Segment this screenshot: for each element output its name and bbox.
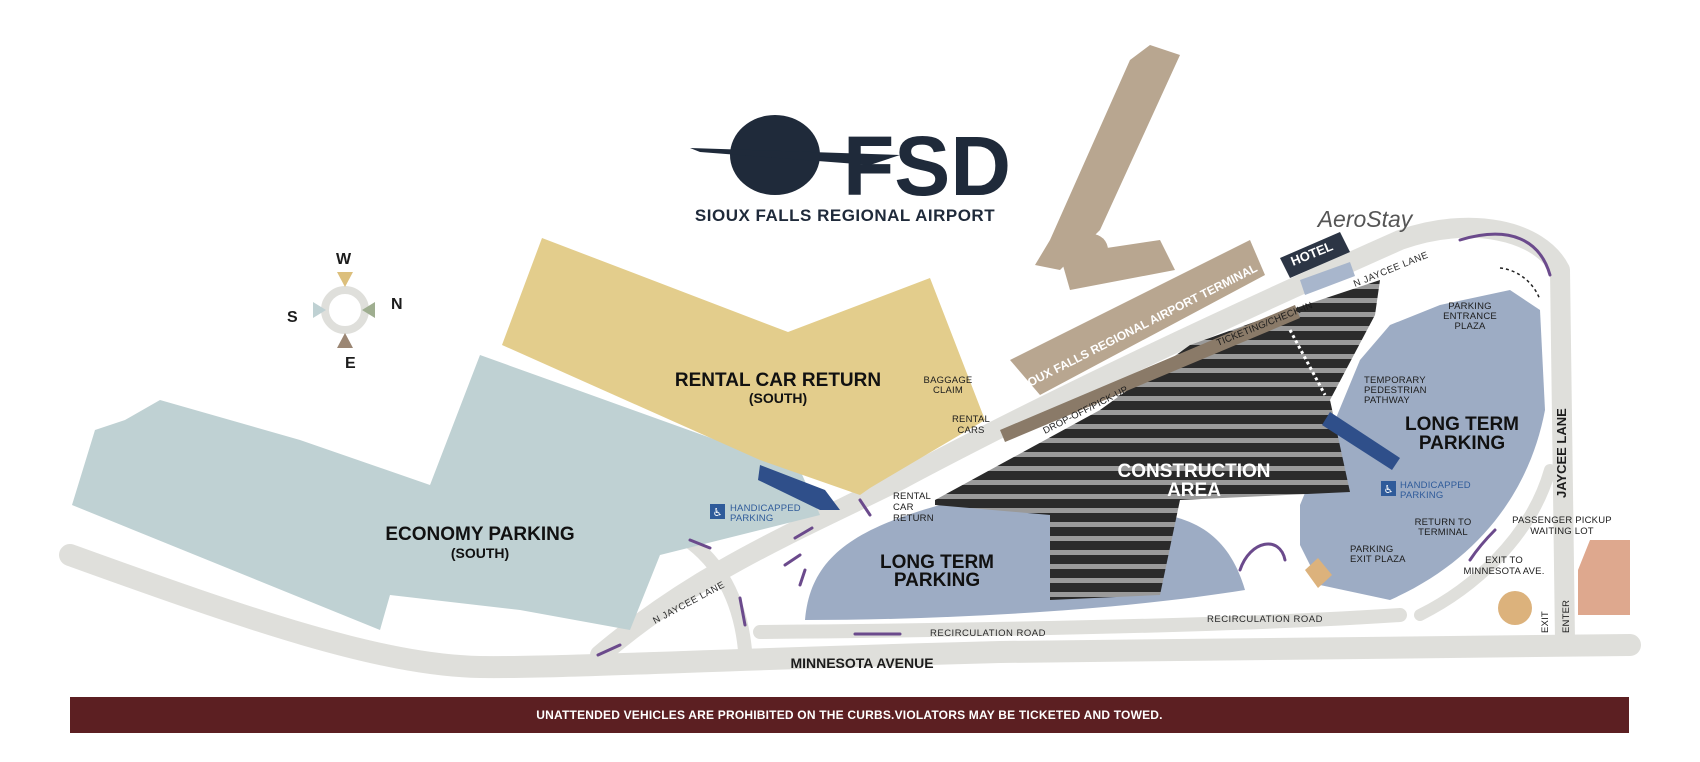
parking-exit-booth <box>1305 558 1332 588</box>
construction-area <box>935 280 1380 600</box>
compass-s-icon <box>313 302 326 318</box>
rental-car-return-sub: (SOUTH) <box>749 390 807 406</box>
baggage-claim-line2: CLAIM <box>933 385 963 396</box>
compass-w-icon <box>337 272 353 287</box>
passenger-pickup-lot <box>1578 540 1630 615</box>
temp-pathway-2: PEDESTRIAN <box>1364 385 1427 396</box>
rental-cars-line1: RENTAL <box>952 414 990 425</box>
road-network <box>59 217 1641 679</box>
handicap-icon: ♿ <box>710 504 725 519</box>
long-term-south-line2: PARKING <box>894 570 980 591</box>
arrow-5 <box>793 526 814 540</box>
warning-banner: UNATTENDED VEHICLES ARE PROHIBITED ON TH… <box>70 697 1629 733</box>
return-terminal-2: TERMINAL <box>1418 527 1468 538</box>
exit-loop-road <box>1414 464 1556 621</box>
drop-off-curb <box>1000 305 1300 442</box>
passenger-pickup-2: WAITING LOT <box>1530 526 1594 537</box>
recirculation-road <box>753 608 1407 639</box>
temporary-pathway-line <box>1288 329 1327 396</box>
entrance-plaza-2: ENTRANCE <box>1443 311 1497 322</box>
economy-parking-title: ECONOMY PARKING <box>385 524 574 545</box>
arrow-6 <box>783 553 802 567</box>
rental-car-return-small-3: RETURN <box>893 513 934 524</box>
svg-text:♿: ♿ <box>713 506 723 519</box>
exit-plaza-1: PARKING <box>1350 544 1393 555</box>
handicap-icon: ♿ <box>1381 481 1396 496</box>
arrow-8 <box>858 498 872 517</box>
economy-parking-area <box>72 355 820 630</box>
arrow-9 <box>1238 542 1287 572</box>
compass-n-label: N <box>391 296 403 313</box>
passenger-pickup-1: PASSENGER PICKUP <box>1512 515 1612 526</box>
arrow-10 <box>1468 528 1497 562</box>
construction-line2: AREA <box>1167 480 1221 501</box>
arrow-3 <box>596 643 622 657</box>
long-term-north-line1: LONG TERM <box>1405 414 1519 435</box>
compass-e-icon <box>337 333 353 348</box>
handicapped-north-2: PARKING <box>1400 490 1443 501</box>
arrow-11 <box>1458 232 1552 277</box>
rental-car-return-area <box>502 238 985 495</box>
return-terminal-1: RETURN TO <box>1415 517 1472 528</box>
enter-lane-label: ENTER <box>1561 600 1572 633</box>
jaycee-lane-label: JAYCEE LANE <box>1554 408 1569 498</box>
long-term-parking-south-area <box>805 505 1245 620</box>
exit-lane-label: EXIT <box>1540 611 1551 633</box>
baggage-claim-line1: BAGGAGE <box>924 375 973 386</box>
rental-car-return-small-2: CAR <box>893 502 914 513</box>
long-term-parking-north-area <box>1300 290 1545 600</box>
fsd-logo: FSD SIOUX FALLS REGIONAL AIRPORT <box>690 115 1011 225</box>
handicapped-south-2: PARKING <box>730 513 773 524</box>
handicap-bar-north <box>1322 412 1400 470</box>
n-jaycee-lane-road <box>590 217 1575 665</box>
airport-name: SIOUX FALLS REGIONAL AIRPORT <box>695 206 995 225</box>
long-term-north-line2: PARKING <box>1419 433 1505 454</box>
roundabout-circle <box>1498 591 1532 625</box>
rental-car-return-title: RENTAL CAR RETURN <box>675 370 881 391</box>
compass-w-label: W <box>336 251 352 268</box>
hotel-building <box>1280 232 1355 295</box>
traffic-arrows <box>596 232 1552 657</box>
exit-minnesota-1: EXIT TO <box>1485 555 1523 566</box>
svg-text:♿: ♿ <box>1384 483 1394 496</box>
handicapped-south-1: HANDICAPPED <box>730 503 801 514</box>
rental-car-return-small-1: RENTAL <box>893 491 931 502</box>
handicap-bar-south <box>758 465 840 510</box>
minnesota-avenue-label: MINNESOTA AVENUE <box>790 655 933 671</box>
entrance-plaza-3: PLAZA <box>1454 321 1486 332</box>
compass-s-label: S <box>287 309 298 326</box>
aerostay-logo: AeroStay <box>1316 206 1414 232</box>
compass: W N S E <box>287 251 403 372</box>
compass-n-icon <box>362 302 375 318</box>
compass-e-label: E <box>345 355 356 372</box>
construction-line1: CONSTRUCTION <box>1117 461 1270 482</box>
recirculation-road-label-2: RECIRCULATION ROAD <box>1207 614 1323 625</box>
logo-text: FSD <box>843 119 1011 213</box>
plane-wing-icon <box>690 148 900 165</box>
temp-pathway-3: PATHWAY <box>1364 395 1410 406</box>
entrance-plaza-1: PARKING <box>1448 301 1491 312</box>
rental-cars-line2: CARS <box>957 425 984 436</box>
arrow-2 <box>738 596 747 627</box>
handicapped-north-1: HANDICAPPED <box>1400 480 1471 491</box>
economy-parking-sub: (SOUTH) <box>451 545 509 561</box>
terminal-building <box>1010 45 1265 395</box>
exit-minnesota-2: MINNESOTA AVE. <box>1463 566 1544 577</box>
arrow-7 <box>798 568 807 587</box>
long-term-south-line1: LONG TERM <box>880 552 994 573</box>
temp-pathway-1: TEMPORARY <box>1364 375 1426 386</box>
entrance-dashed-line <box>1499 267 1541 301</box>
recirculation-road-label-1: RECIRCULATION ROAD <box>930 628 1046 639</box>
arrow-1 <box>688 538 712 550</box>
minnesota-avenue-road <box>59 544 1641 679</box>
exit-plaza-2: EXIT PLAZA <box>1350 554 1406 565</box>
